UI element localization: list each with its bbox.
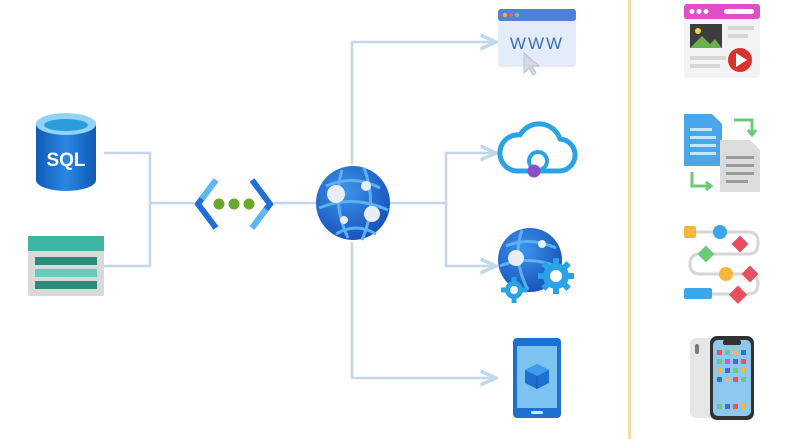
storage-account-node[interactable] [28, 236, 104, 296]
connector-storage-to-vnet [104, 203, 152, 268]
configuration-node[interactable] [498, 224, 578, 304]
web-app-node[interactable]: WWW [498, 9, 578, 76]
connector-appservice-to-api [390, 153, 496, 205]
connector-appservice-to-mobile [350, 242, 496, 378]
globe-app-service-icon [316, 166, 390, 241]
connector-appservice-to-webapp [350, 42, 496, 164]
sidebar-item-smartphone[interactable] [690, 336, 760, 420]
sql-label: SQL [46, 150, 85, 171]
connector-appservice-to-config [444, 203, 496, 266]
connector-sql-to-vnet [104, 151, 194, 205]
cursor-icon [523, 51, 541, 76]
document-sync-icon [684, 114, 760, 192]
mobile-app-node[interactable] [511, 338, 563, 418]
globe-gears-icon [498, 228, 574, 303]
api-app-node[interactable] [497, 119, 578, 185]
sidebar-item-workflow[interactable] [684, 224, 764, 306]
virtual-network-node[interactable] [194, 166, 274, 242]
browser-www-icon: WWW [498, 9, 576, 76]
sql-database-node[interactable]: SQL [34, 112, 98, 194]
app-service-node[interactable] [314, 164, 392, 242]
small-gear-icon [501, 277, 527, 303]
media-browser-icon [684, 4, 760, 78]
virtual-network-icon [194, 166, 274, 242]
gear-icon [538, 258, 574, 294]
sql-database-icon: SQL [36, 113, 96, 191]
workflow-icon [684, 225, 760, 304]
sidebar-item-media-browser[interactable] [684, 4, 762, 80]
sidebar-item-document-sync[interactable] [684, 114, 762, 194]
storage-table-icon [28, 236, 104, 296]
www-label: WWW [510, 34, 564, 53]
cloud-api-icon [497, 121, 578, 178]
mobile-cube-icon [513, 338, 561, 418]
smartphone-apps-icon [690, 336, 754, 420]
section-divider [628, 0, 631, 439]
